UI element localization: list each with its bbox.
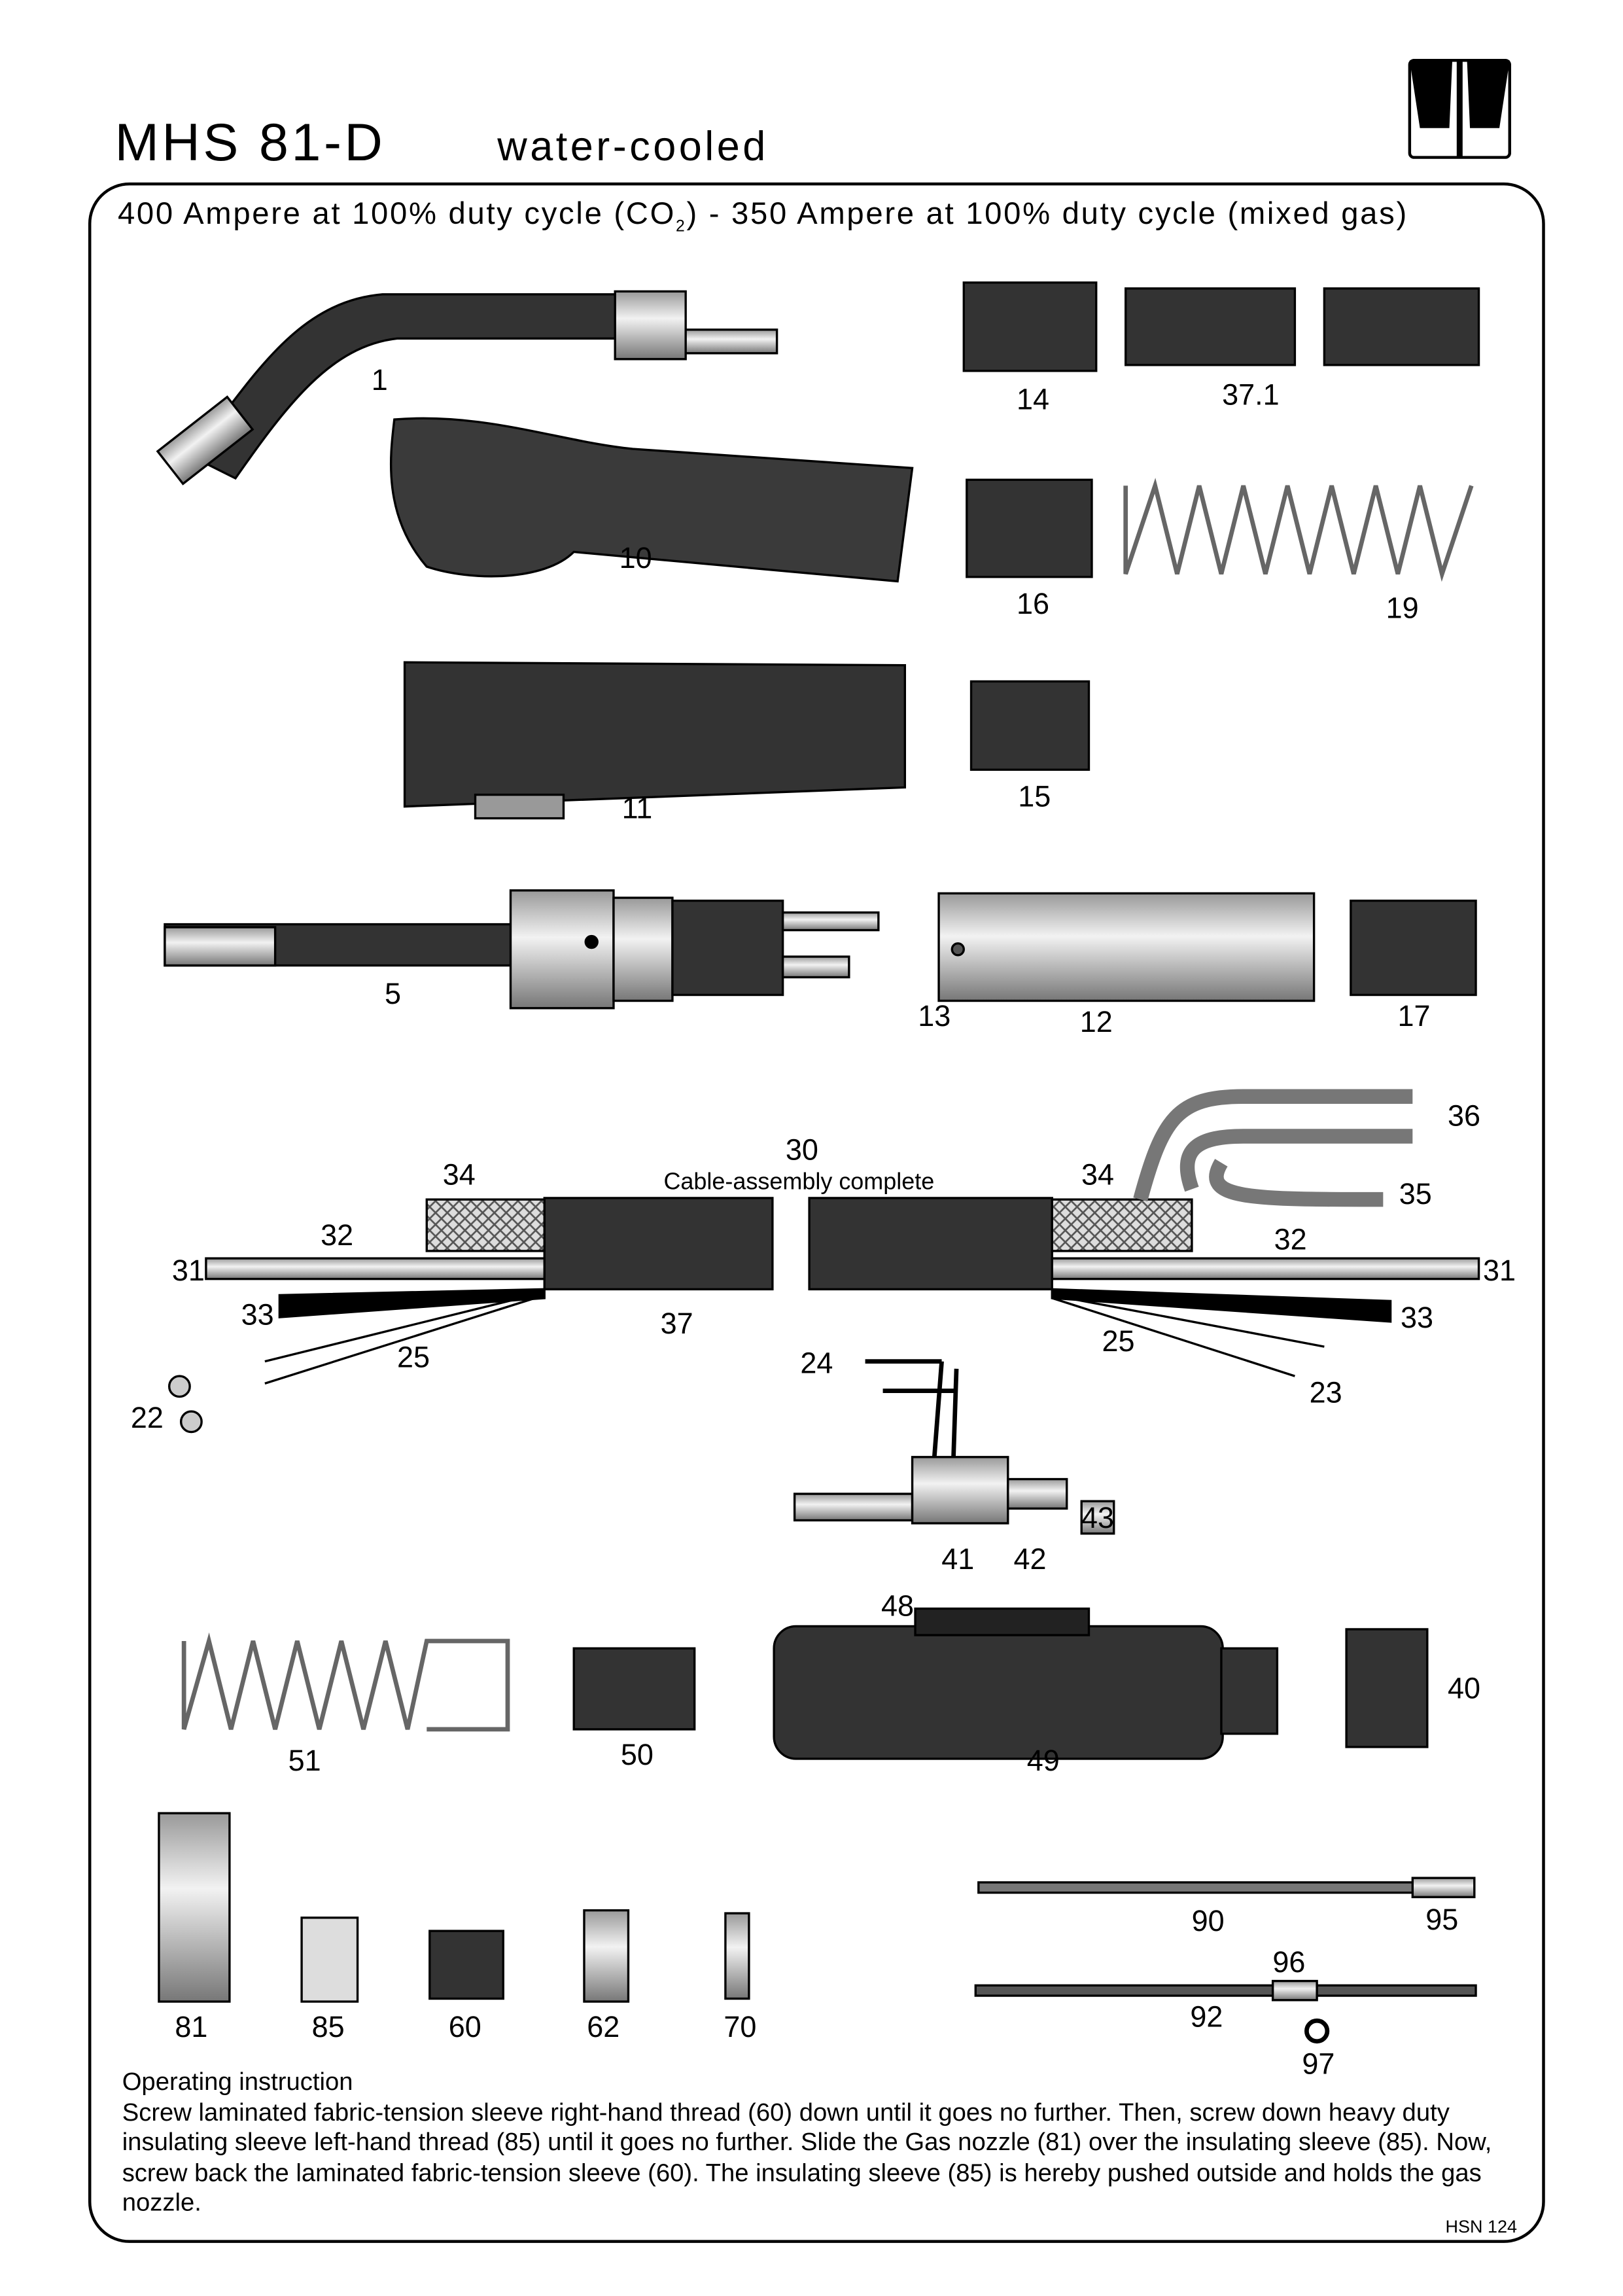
part-label: 95 (1425, 1903, 1458, 1936)
part-labels: 1 14 37.1 10 16 19 11 15 5 13 12 17 36 3… (131, 363, 1516, 2080)
part-label: 97 (1302, 2047, 1335, 2080)
part-label: 48 (881, 1589, 914, 1623)
part-label: 51 (288, 1744, 321, 1777)
part-label: 17 (1398, 999, 1431, 1033)
logo-icon (1408, 58, 1512, 159)
part-label: 50 (621, 1738, 654, 1771)
operating-instruction: Operating instruction Screw laminated fa… (122, 2068, 1535, 2219)
spring-51 (181, 1632, 510, 1732)
part-label: 62 (587, 2010, 620, 2043)
part-label: 31 (172, 1254, 205, 1287)
rating-text: 400 Ampere at 100% duty cycle (CO (117, 197, 676, 232)
part-label: 14 (1017, 382, 1049, 415)
part-label: 13 (918, 999, 951, 1033)
part-label: 23 (1310, 1376, 1342, 1409)
part-label: 37 (661, 1307, 693, 1340)
document-code: HSN 124 (1445, 2216, 1518, 2237)
part-label: 12 (1080, 1005, 1113, 1038)
part-label: 96 (1272, 1945, 1305, 1979)
cooling-type: water-cooled (497, 123, 769, 169)
part-label: 24 (800, 1347, 833, 1380)
part-label: 25 (397, 1341, 430, 1374)
part-label: 16 (1017, 587, 1049, 620)
part-label: 92 (1190, 2000, 1223, 2033)
part-label: 11 (622, 792, 653, 825)
part-label: 32 (1274, 1223, 1307, 1256)
part-label: 31 (1483, 1254, 1516, 1287)
part-label: 1 (372, 363, 388, 397)
part-label: 42 (1013, 1542, 1046, 1576)
part-label: 15 (1018, 780, 1051, 813)
part-label: 33 (241, 1298, 274, 1331)
water-hoses (1133, 1089, 1413, 1207)
instruction-body: Screw laminated fabric-tension sleeve ri… (122, 2098, 1492, 2217)
part-label: 22 (131, 1401, 164, 1434)
part-label: 10 (620, 541, 652, 574)
part-label: 41 (941, 1542, 974, 1576)
part-label: 25 (1102, 1324, 1134, 1358)
part-label: 70 (724, 2010, 756, 2043)
part-label: 30 (786, 1133, 818, 1166)
part-label: 5 (385, 977, 401, 1010)
rating-subscript: 2 (676, 218, 687, 236)
handle (390, 417, 914, 583)
part-label: 43 (1081, 1501, 1114, 1534)
part-label: 32 (321, 1218, 353, 1252)
spring (1123, 478, 1474, 582)
part-label: 37.1 (1222, 378, 1280, 412)
part-label: 85 (312, 2010, 345, 2043)
part-label: 49 (1027, 1744, 1060, 1777)
part-label: 35 (1399, 1177, 1432, 1210)
model-title: MHS 81-D (114, 111, 386, 173)
part-label: 40 (1448, 1672, 1480, 1705)
part-label: 60 (449, 2010, 481, 2043)
part-label: 34 (443, 1158, 476, 1192)
part-label: 33 (1401, 1301, 1433, 1334)
handle-shell (403, 661, 907, 808)
part-label: 34 (1081, 1158, 1114, 1192)
rating-line: 400 Ampere at 100% duty cycle (CO2) - 35… (118, 197, 1408, 236)
instruction-heading: Operating instruction (122, 2068, 353, 2096)
part-label: 90 (1192, 1904, 1225, 1937)
part-label: 81 (175, 2010, 207, 2043)
part-label: 19 (1386, 592, 1419, 625)
part-label: 36 (1448, 1099, 1480, 1133)
content-frame (88, 182, 1545, 2243)
rating-text-2: ) - 350 Ampere at 100% duty cycle (mixed… (686, 197, 1408, 232)
cable-caption: Cable-assembly complete (663, 1167, 934, 1194)
